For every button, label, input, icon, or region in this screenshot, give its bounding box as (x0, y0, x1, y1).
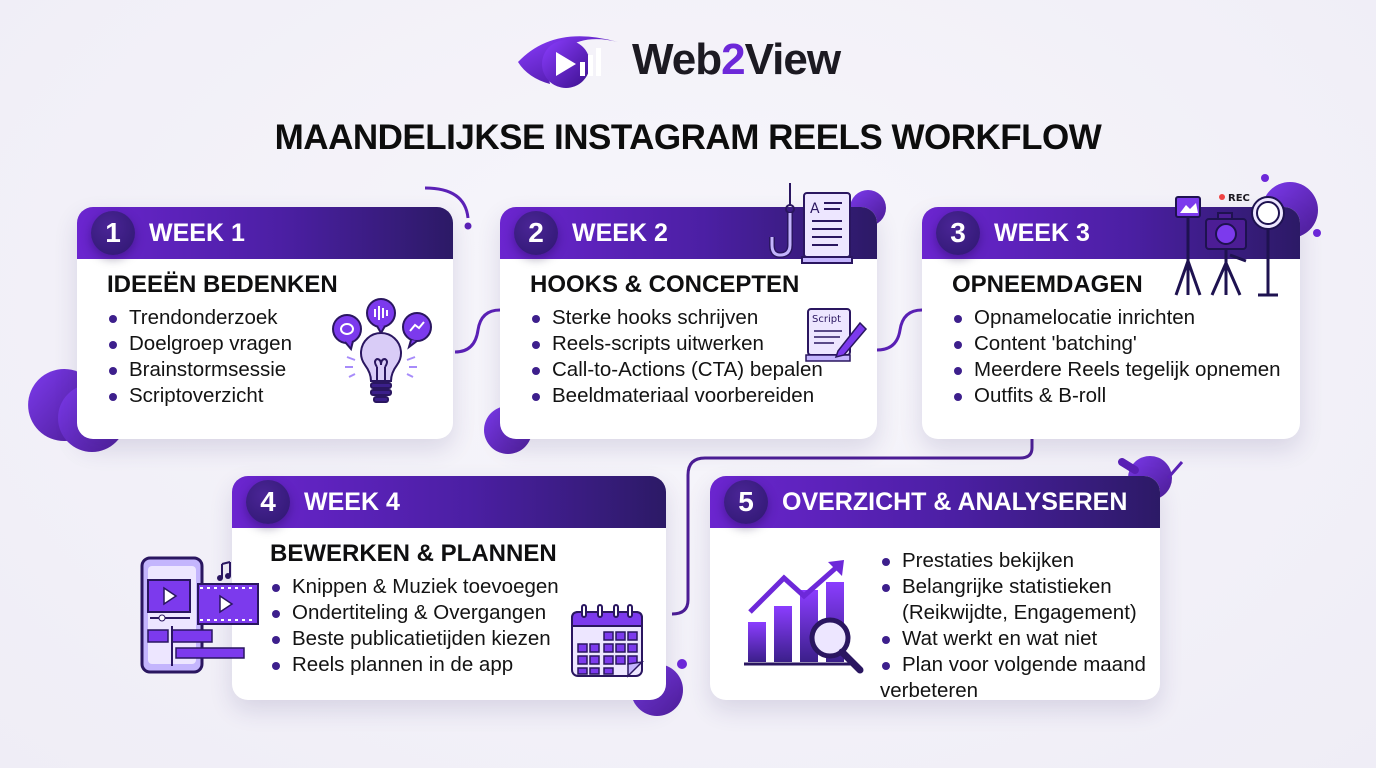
list-item: Scriptoverzicht (107, 383, 453, 409)
list-item: Meerdere Reels tegelijk opnemen (952, 357, 1300, 383)
list-item: Brainstormsessie (107, 357, 453, 383)
brand-name: Web2View (632, 35, 841, 85)
hook-document-icon: A (769, 183, 853, 264)
script-pen-icon: Script (805, 308, 868, 362)
list-item: Plan voor volgende maand (880, 652, 1160, 678)
card-header: 4 WEEK 4 (232, 476, 666, 528)
phone-video-edit-icon (140, 556, 259, 674)
step-heading: BEWERKEN & PLANNEN (270, 540, 557, 567)
list-item-continuation: verbeteren (880, 679, 979, 702)
list-item: Knippen & Muziek toevoegen (270, 574, 666, 600)
step-heading: HOOKS & CONCEPTEN (530, 271, 800, 298)
brand-name-number: 2 (721, 35, 746, 84)
step-number-badge: 2 (514, 211, 558, 255)
page-title: MAANDELIJKSE INSTAGRAM REELS WORKFLOW (274, 118, 1102, 157)
list-item: Reels-scripts uitwerken (530, 331, 877, 357)
rec-label: REC (1228, 193, 1250, 204)
step-number-badge: 1 (91, 211, 135, 255)
step-heading: IDEEËN BEDENKEN (107, 271, 338, 298)
list-item: Beste publicatietijden kiezen (270, 626, 666, 652)
step-items: Prestaties bekijken Belangrijke statisti… (880, 548, 1160, 704)
calendar-icon (571, 604, 645, 678)
list-item: Call-to-Actions (CTA) bepalen (530, 357, 877, 383)
list-item: Content 'batching' (952, 331, 1300, 357)
brand-name-suffix: View (744, 35, 841, 84)
list-item: Opnamelocatie inrichten (952, 305, 1300, 331)
step-items: Opnamelocatie inrichten Content 'batchin… (952, 305, 1300, 409)
list-item: Wat werkt en wat niet (880, 626, 1160, 652)
step-items: Trendonderzoek Doelgroep vragen Brainsto… (107, 305, 453, 409)
list-item: Reels plannen in de app (270, 652, 666, 678)
list-item: Outfits & B-roll (952, 383, 1300, 409)
step-card-week-2: 2 WEEK 2 HOOKS & CONCEPTEN Sterke hooks … (500, 183, 877, 439)
eye-play-logo-icon (518, 36, 618, 88)
step-label: WEEK 4 (304, 487, 400, 516)
growth-chart-magnifier-icon (744, 560, 864, 674)
step-label: WEEK 2 (572, 218, 668, 247)
list-item: Beeldmateriaal voorbereiden (530, 383, 877, 409)
list-item-continuation: (Reikwijdte, Engagement) (902, 601, 1137, 624)
card-header: 1 WEEK 1 (77, 207, 453, 259)
list-item: Belangrijke statistieken (880, 574, 1160, 600)
lightbulb-ideas-icon (332, 298, 432, 403)
script-label: Script (812, 314, 841, 325)
list-item: Prestaties bekijken (880, 548, 1160, 574)
list-item: Trendonderzoek (107, 305, 453, 331)
step-number-badge: 5 (724, 480, 768, 524)
step-card-week-4: 4 WEEK 4 BEWERKEN & PLANNEN Knippen & Mu… (232, 476, 666, 700)
step-card-week-3: 3 WEEK 3 OPNEEMDAGEN Opnamelocatie inric… (922, 193, 1300, 439)
svg-text:A: A (810, 201, 820, 217)
camera-tripod-icon: REC (1174, 193, 1285, 297)
brand-logo: Web2View (514, 28, 841, 92)
card-header: 5 OVERZICHT & ANALYSEREN (710, 476, 1160, 528)
step-number-badge: 4 (246, 480, 290, 524)
step-card-overview: 5 OVERZICHT & ANALYSEREN Prestaties beki… (710, 476, 1160, 702)
step-heading: OPNEEMDAGEN (952, 271, 1143, 298)
step-items: Sterke hooks schrijven Reels-scripts uit… (530, 305, 877, 409)
step-label: WEEK 1 (149, 218, 245, 247)
step-number-badge: 3 (936, 211, 980, 255)
list-item: Ondertiteling & Overgangen (270, 600, 666, 626)
list-item: Sterke hooks schrijven (530, 305, 877, 331)
step-label: OVERZICHT & ANALYSEREN (782, 487, 1128, 516)
list-item: Doelgroep vragen (107, 331, 453, 357)
step-card-week-1: 1 WEEK 1 IDEEËN BEDENKEN Trendonderzoek … (77, 207, 453, 439)
step-label: WEEK 3 (994, 218, 1090, 247)
step-items: Knippen & Muziek toevoegen Ondertiteling… (270, 574, 666, 678)
brand-name-prefix: Web (632, 35, 722, 84)
